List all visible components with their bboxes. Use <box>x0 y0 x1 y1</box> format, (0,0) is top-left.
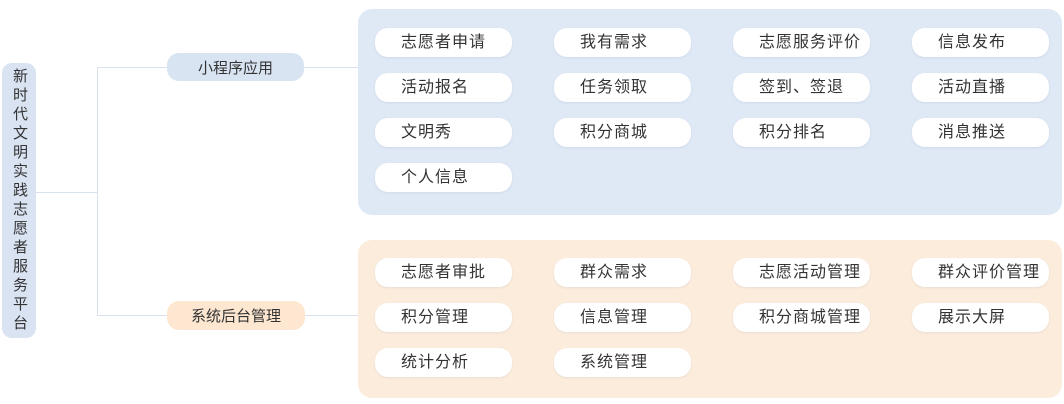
connector-trunk-to-branch-1 <box>97 67 167 68</box>
connector-trunk-to-branch-2 <box>97 315 167 316</box>
root-node-label: 新时代文明实践志愿者服务平台 <box>11 67 28 334</box>
node-info-management: 信息管理 <box>554 303 691 332</box>
branch-node-backend-label: 系统后台管理 <box>190 308 281 325</box>
node-volunteer-apply: 志愿者申请 <box>375 28 512 57</box>
node-mall-management: 积分商城管理 <box>733 303 870 332</box>
connector-trunk <box>97 67 98 316</box>
node-display-screen: 展示大屏 <box>912 303 1049 332</box>
node-check-in-out: 签到、签退 <box>733 73 870 102</box>
node-volunteer-approval: 志愿者审批 <box>375 258 512 287</box>
node-info-publish: 信息发布 <box>912 28 1049 57</box>
node-activity-management: 志愿活动管理 <box>733 258 870 287</box>
node-public-needs: 群众需求 <box>554 258 691 287</box>
node-statistics-analysis: 统计分析 <box>375 348 512 377</box>
node-system-management: 系统管理 <box>554 348 691 377</box>
node-live-stream: 活动直播 <box>912 73 1049 102</box>
panel-backend: 志愿者审批 群众需求 志愿活动管理 群众评价管理 积分管理 信息管理 积分商城管… <box>358 240 1062 398</box>
node-message-push: 消息推送 <box>912 118 1049 147</box>
root-node: 新时代文明实践志愿者服务平台 <box>2 63 36 338</box>
node-my-needs: 我有需求 <box>554 28 691 57</box>
branch-node-mini-program-label: 小程序应用 <box>197 59 273 77</box>
branch-node-mini-program: 小程序应用 <box>167 53 304 81</box>
node-task-claim: 任务领取 <box>554 73 691 102</box>
connector-branch-1-to-panel <box>304 67 358 68</box>
node-points-ranking: 积分排名 <box>733 118 870 147</box>
connector-branch-2-to-panel <box>305 315 358 316</box>
connector-root-to-trunk <box>36 192 97 193</box>
node-points-management: 积分管理 <box>375 303 512 332</box>
panel-mini-program: 志愿者申请 我有需求 志愿服务评价 信息发布 活动报名 任务领取 签到、签退 活… <box>358 9 1062 215</box>
node-service-review: 志愿服务评价 <box>733 28 870 57</box>
node-points-mall: 积分商城 <box>554 118 691 147</box>
node-civility-show: 文明秀 <box>375 118 512 147</box>
node-review-management: 群众评价管理 <box>912 258 1049 287</box>
branch-node-backend: 系统后台管理 <box>167 301 305 330</box>
node-personal-info: 个人信息 <box>375 163 512 192</box>
node-activity-signup: 活动报名 <box>375 73 512 102</box>
